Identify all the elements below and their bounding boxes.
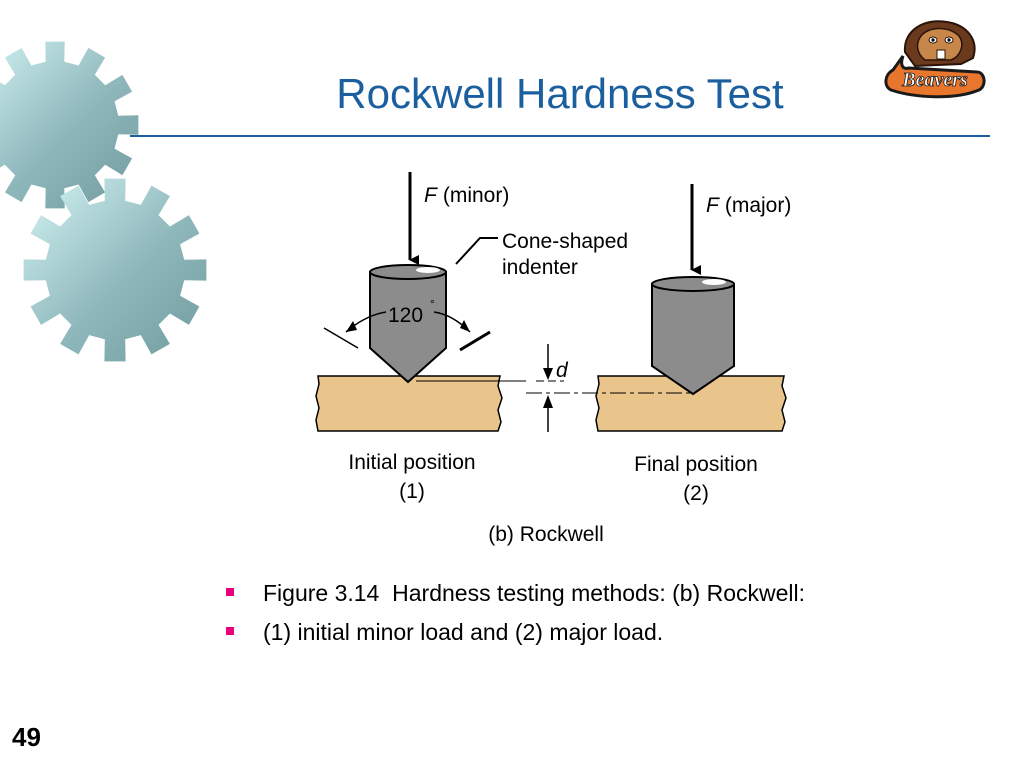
beavers-logo: Beavers	[884, 20, 986, 99]
initial-caption-line1: Initial position	[348, 451, 475, 474]
depth-symbol: d	[556, 359, 569, 382]
cone-angle-annotation: 120 °	[323, 297, 491, 352]
gear-icon	[23, 178, 207, 362]
list-item: (1) initial minor load and (2) major loa…	[226, 619, 805, 645]
gear-icon	[0, 41, 139, 209]
bullet-list: Figure 3.14 Hardness testing methods: (b…	[226, 580, 805, 658]
indenter-label-line1: Cone-shaped	[502, 230, 628, 253]
gear-shape	[0, 41, 139, 209]
final-caption-line1: Final position	[634, 453, 758, 476]
list-item: Figure 3.14 Hardness testing methods: (b…	[226, 580, 805, 606]
bullet-text: (1) initial minor load and (2) major loa…	[263, 619, 664, 645]
specimen-initial	[315, 375, 503, 432]
logo-wordmark: Beavers	[901, 69, 968, 91]
page-title: Rockwell Hardness Test	[336, 70, 784, 117]
title-divider	[130, 135, 990, 137]
angle-degree-symbol: °	[430, 297, 435, 311]
specimen-final	[595, 375, 787, 432]
bullet-marker	[226, 627, 234, 635]
bullet-marker	[226, 588, 234, 596]
beaver-mascot-icon	[884, 20, 986, 99]
initial-caption-line2: (1)	[399, 480, 425, 503]
force-major-label: F(major)	[706, 194, 791, 217]
rockwell-figure: F(minor) F(major) Cone-shaped indenter 1…	[315, 172, 791, 546]
gear-decoration	[0, 41, 207, 362]
figure-subcaption: (b) Rockwell	[488, 523, 604, 546]
depth-annotation: d	[416, 344, 690, 432]
indenter-label-line2: indenter	[502, 256, 578, 279]
indenter-leader-line	[455, 237, 498, 265]
page-number: 49	[12, 722, 41, 752]
cone-indenter-final	[651, 276, 735, 396]
cone-indenter-initial	[369, 264, 447, 384]
force-minor-label: F(minor)	[424, 184, 509, 207]
gear-shape	[23, 178, 207, 362]
bullet-text: Figure 3.14 Hardness testing methods: (b…	[263, 580, 806, 606]
final-caption-line2: (2)	[683, 482, 709, 505]
angle-value: 120	[388, 304, 423, 327]
